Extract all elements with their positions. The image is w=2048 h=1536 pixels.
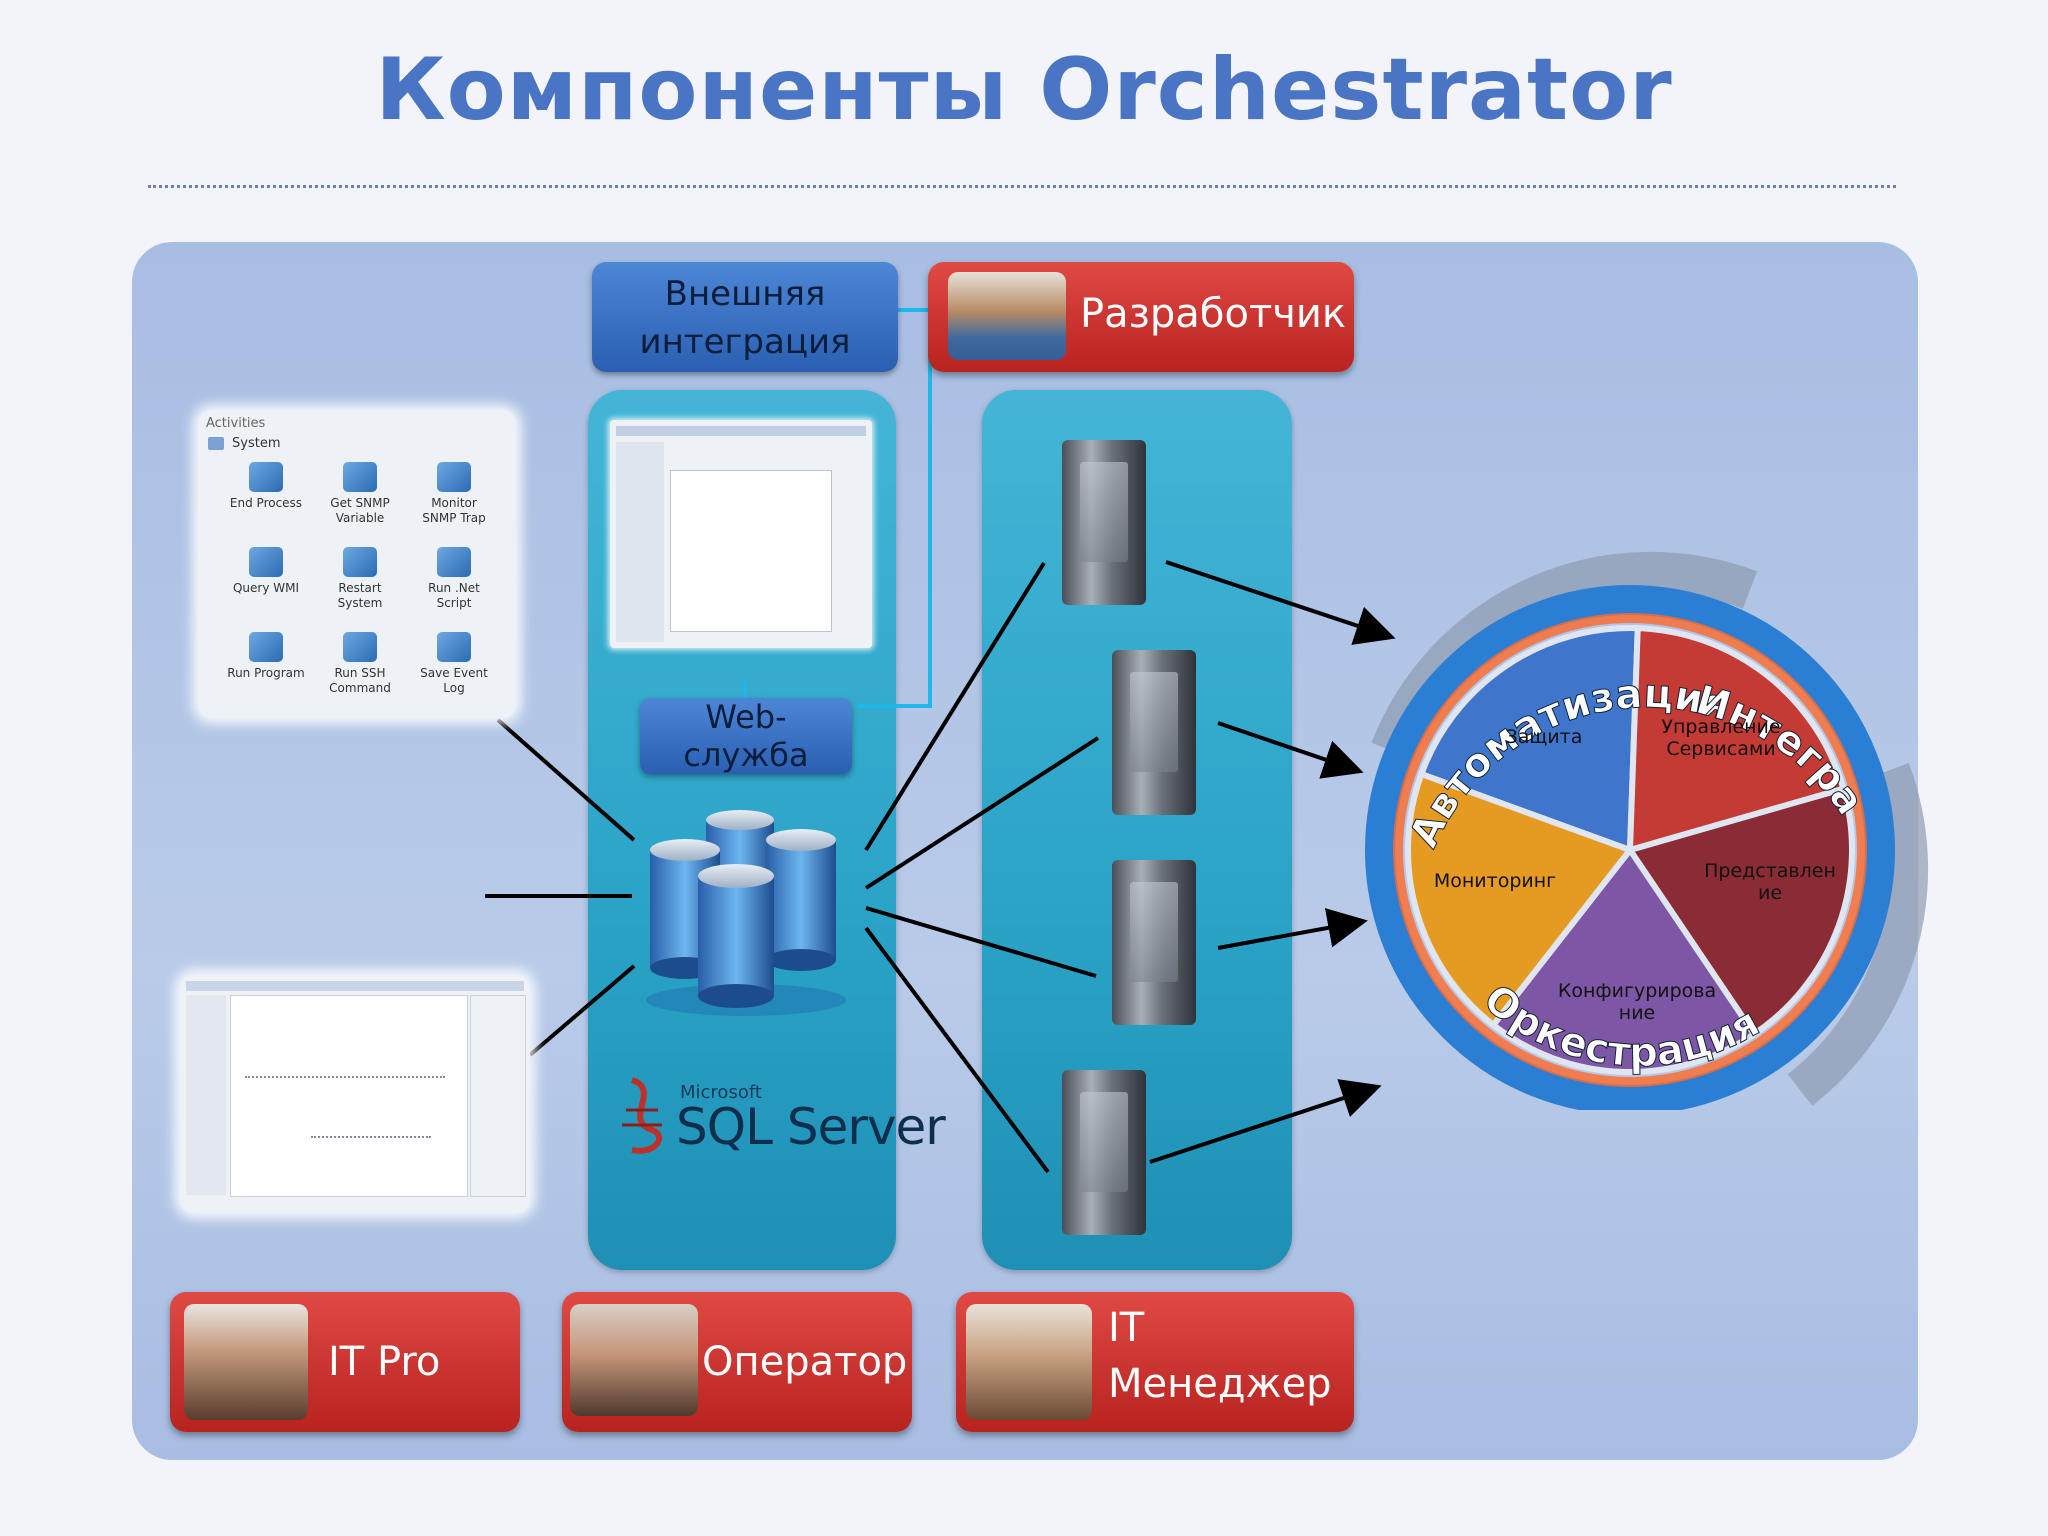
designer-titlebar: [186, 981, 524, 991]
segment-monitoring-label: Мониторинг: [1433, 870, 1557, 892]
developer-box: Разработчик: [928, 262, 1354, 372]
runbook-server-2: [1112, 650, 1196, 815]
segment-protection: [1417, 625, 1641, 855]
system-icon: [208, 437, 224, 450]
operator-label: Оператор: [702, 1339, 908, 1385]
cycle-pie: [1405, 625, 1855, 1075]
activities-group: System: [232, 436, 281, 451]
it-pro-avatar: [184, 1304, 308, 1420]
activity-icon[interactable]: [343, 462, 377, 492]
activity-label: Monitor SNMP Trap: [422, 496, 486, 525]
it-pro-label: IT Pro: [328, 1339, 441, 1385]
activity-label: Restart System: [337, 581, 383, 610]
runbook-server-3: [1112, 860, 1196, 1025]
runbook-server-4: [1062, 1070, 1146, 1235]
developer-label: Разработчик: [1080, 291, 1347, 337]
runbook-server-1: [1062, 440, 1146, 605]
activity-label: Save Event Log: [420, 666, 488, 695]
activity-label: Run .Net Script: [428, 581, 480, 610]
segment-service-mgmt: [1626, 625, 1848, 855]
it-manager-box: IT Менеджер: [956, 1292, 1354, 1432]
it-manager-label-line1: IT: [1108, 1305, 1145, 1351]
db-to-server2-line: [864, 736, 1100, 890]
db-cylinder-right: [766, 829, 836, 971]
runbook-designer-window: [180, 975, 530, 1213]
segment-protection-label: Защита: [1505, 726, 1583, 748]
palette-to-db-line: [496, 718, 636, 842]
external-integration-box: Внешняя интеграция: [592, 262, 898, 372]
activity-icon[interactable]: [249, 462, 283, 492]
db-cylinder-front: [698, 864, 774, 1008]
server1-arrow: [1165, 560, 1396, 645]
activity-icon[interactable]: [249, 547, 283, 577]
external-integration-line2: интеграция: [639, 322, 851, 362]
segment-service-mgmt-label: Управление Сервисами: [1661, 716, 1781, 760]
activity-icon[interactable]: [343, 632, 377, 662]
server2-arrow: [1217, 721, 1364, 779]
activity-icon[interactable]: [249, 632, 283, 662]
developer-avatar: [948, 272, 1066, 360]
activities-palette-window: Activities System End Process Get SNMP Va…: [198, 410, 516, 718]
activity-icon[interactable]: [437, 547, 471, 577]
activity-label: Query WMI: [232, 581, 300, 595]
web-service-line2: служба: [683, 736, 809, 774]
title-divider: [148, 185, 1896, 188]
external-integration-line1: Внешняя: [664, 274, 826, 314]
segment-configuration-label: Конфигурирова ние: [1557, 980, 1717, 1024]
segment-configuration: [1489, 844, 1759, 1075]
sql-server-brand: SQL Server: [676, 1098, 946, 1156]
db-to-server4-line: [864, 926, 1050, 1174]
designer-to-db-line: [528, 964, 636, 1057]
db-to-server1-line: [864, 561, 1046, 852]
web-service-line1: Web-: [705, 698, 787, 736]
it-manager-label-line2: Менеджер: [1108, 1361, 1332, 1407]
web-service-box: Web- служба: [640, 698, 852, 774]
activity-label: Get SNMP Variable: [330, 496, 390, 525]
console-titlebar: [616, 426, 866, 436]
database-icon: [646, 810, 846, 1016]
sql-server-brand-small: Microsoft: [680, 1082, 762, 1103]
db-to-server3-line: [865, 906, 1097, 978]
it-pro-box: IT Pro: [170, 1292, 520, 1432]
console-nav: [616, 442, 664, 642]
activity-label: Run SSH Command: [329, 666, 391, 695]
segment-representation: [1625, 785, 1855, 1039]
operator-avatar: [570, 1304, 698, 1416]
designer-tree: [186, 995, 226, 1195]
segment-monitoring: [1405, 770, 1635, 1030]
orchestration-cycle: Автоматизация Интеграция Оркестрация: [1330, 550, 1929, 1110]
designer-canvas: [230, 995, 468, 1197]
operator-box: Оператор: [562, 1292, 912, 1432]
activities-header: Activities: [206, 416, 266, 431]
activity-label: Run Program: [227, 666, 305, 680]
console-actions: [834, 470, 866, 630]
orchestration-console-window: [610, 420, 872, 648]
activity-icon[interactable]: [437, 632, 471, 662]
page-title: Компоненты Orchestrator: [375, 40, 1673, 140]
it-manager-avatar: [966, 1304, 1092, 1420]
sql-server-logo-icon: [622, 1077, 662, 1154]
activity-icon[interactable]: [437, 462, 471, 492]
activity-label: End Process: [229, 496, 303, 510]
segment-representation-label: Представлен ие: [1704, 860, 1836, 904]
console-grid: [670, 470, 832, 632]
server3-arrow: [1217, 908, 1368, 950]
activity-icon[interactable]: [343, 547, 377, 577]
server4-arrow: [1149, 1079, 1382, 1164]
designer-activity-pane: [470, 995, 526, 1197]
